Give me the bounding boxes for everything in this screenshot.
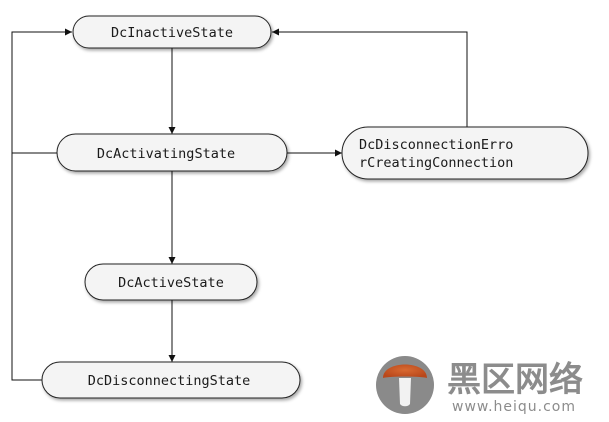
node-error-label-line2: rCreatingConnection [359, 155, 513, 171]
mushroom-logo-icon [376, 356, 434, 414]
edge-error-to-inactive [272, 28, 468, 127]
watermark: 黑区网络 www.heiqu.com [376, 356, 583, 415]
node-active-state: DcActiveState [84, 263, 258, 301]
node-error-label-line1: DcDisconnectionErro [359, 137, 513, 153]
node-disconnecting-state: DcDisconnectingState [41, 361, 301, 399]
node-activating-label: DcActivatingState [97, 146, 235, 162]
node-inactive-state: DcInactiveState [72, 15, 272, 49]
watermark-logo-text: 黑区网络 [447, 360, 583, 400]
node-disconnecting-label: DcDisconnectingState [88, 373, 251, 389]
node-active-label: DcActiveState [118, 275, 224, 291]
node-activating-state: DcActivatingState [56, 133, 288, 172]
edges [11, 28, 468, 381]
watermark-url: www.heiqu.com [452, 399, 576, 415]
edge-disconnecting-to-inactive [11, 28, 72, 381]
node-inactive-label: DcInactiveState [111, 25, 233, 41]
node-error-state: DcDisconnectionErro rCreatingConnection [341, 126, 589, 180]
